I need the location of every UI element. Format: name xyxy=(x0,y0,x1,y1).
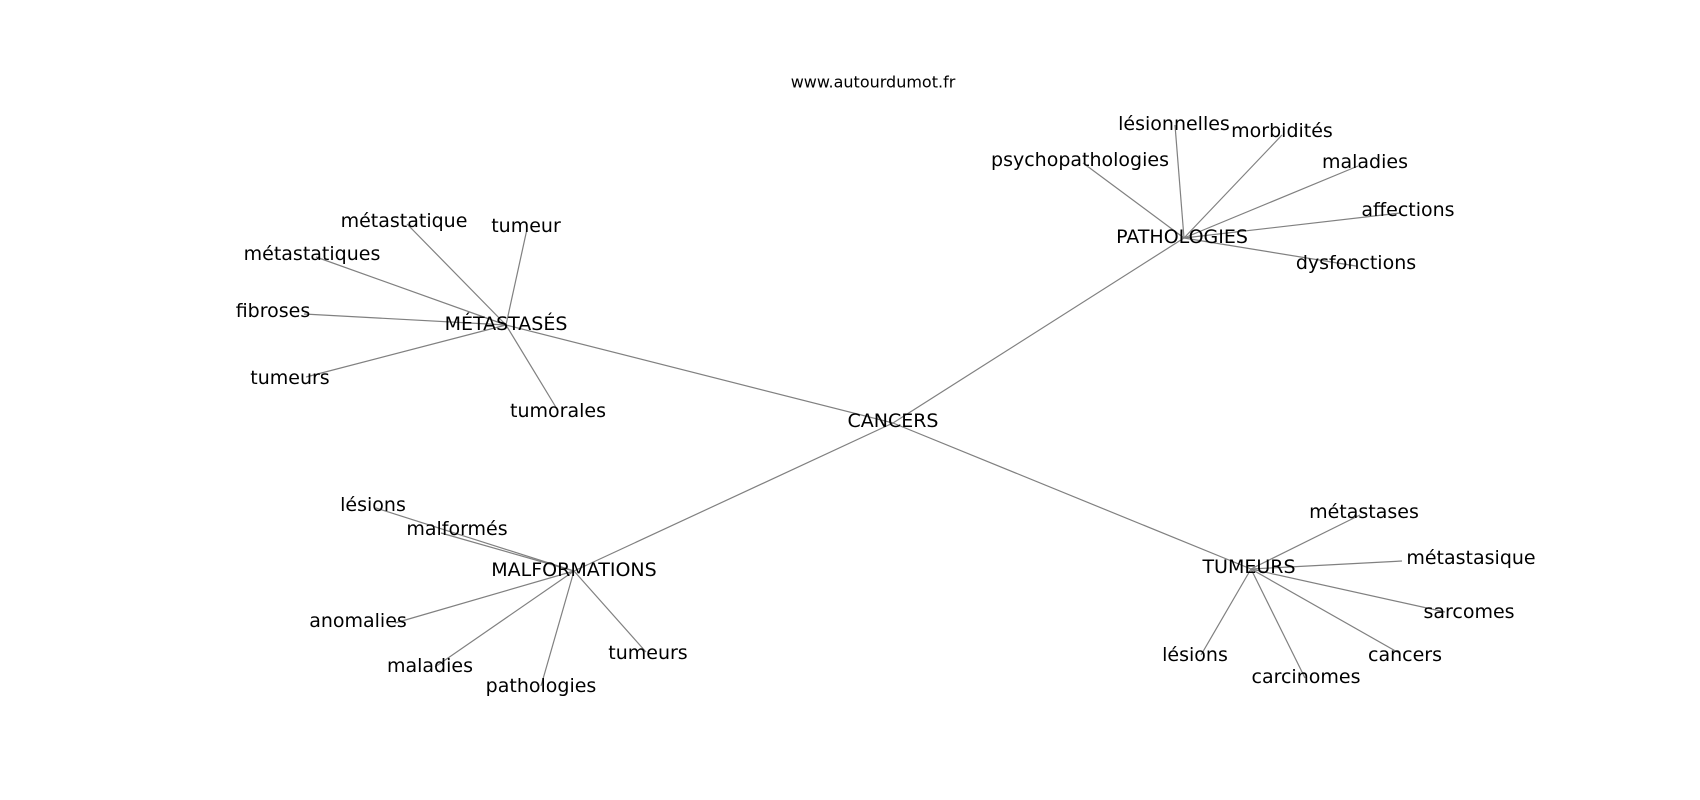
edge-hub-leaf xyxy=(303,313,507,326)
hub-node-label: MALFORMATIONS xyxy=(491,559,656,581)
leaf-node-label: sarcomes xyxy=(1423,601,1514,623)
leaf-node-label: lésions xyxy=(340,494,406,516)
leaf-node-label: anomalies xyxy=(309,610,407,632)
leaf-node-label: carcinomes xyxy=(1252,666,1361,688)
edge-hub-leaf xyxy=(505,324,558,410)
edge-hub-leaf xyxy=(375,507,575,572)
edge-hub-leaf xyxy=(440,532,575,572)
hub-node-label: MÉTASTASÉS xyxy=(445,312,568,335)
leaf-node-label: métastatique xyxy=(341,210,468,232)
edge-center-hub xyxy=(892,237,1185,424)
edge-hub-leaf xyxy=(1250,560,1403,570)
leaf-node-label: tumeur xyxy=(491,215,561,237)
edge-hub-leaf xyxy=(1183,165,1359,239)
edge-hub-leaf xyxy=(1250,514,1361,570)
leaf-node-label: psychopathologies xyxy=(991,149,1169,171)
leaf-node-label: lésions xyxy=(1162,644,1228,666)
edge-hub-leaf xyxy=(1250,568,1446,613)
watermark: www.autourdumot.fr xyxy=(791,73,956,92)
leaf-node-label: cancers xyxy=(1368,644,1442,666)
edge-hub-leaf xyxy=(505,228,528,326)
edge-hub-leaf xyxy=(540,570,575,687)
leaf-node-label: métastatiques xyxy=(244,243,381,265)
edge-hub-leaf xyxy=(1250,568,1306,679)
leaf-node-label: tumeurs xyxy=(250,367,329,389)
graph-edges xyxy=(303,124,1446,687)
graph-labels: CANCERS MÉTASTASÉS métastatique tumeur métas… xyxy=(236,113,1536,697)
leaf-node-label: malformés xyxy=(406,518,507,540)
leaf-node-label: métastasique xyxy=(1406,547,1535,569)
edge-hub-leaf xyxy=(1250,568,1400,654)
leaf-node-label: lésionnelles xyxy=(1118,113,1230,135)
edge-hub-leaf xyxy=(1174,124,1185,239)
leaf-node-label: dysfonctions xyxy=(1296,252,1416,274)
edge-hub-leaf xyxy=(1082,162,1185,239)
edge-hub-leaf xyxy=(434,570,575,668)
edge-center-hub xyxy=(892,422,1252,570)
edge-hub-leaf xyxy=(1183,212,1401,239)
edge-hub-leaf xyxy=(1183,134,1283,239)
edge-hub-leaf xyxy=(305,324,507,378)
center-node-label: CANCERS xyxy=(847,410,938,432)
edge-center-hub xyxy=(505,324,894,424)
edge-hub-leaf xyxy=(1200,568,1252,656)
edge-hub-leaf xyxy=(1183,237,1357,267)
hub-node-label: PATHOLOGIES xyxy=(1116,226,1248,248)
leaf-node-label: morbidités xyxy=(1231,120,1333,142)
leaf-node-label: tumorales xyxy=(510,400,606,422)
leaf-node-label: maladies xyxy=(1322,151,1408,173)
leaf-node-label: métastases xyxy=(1309,501,1419,523)
edge-center-hub xyxy=(573,422,894,572)
leaf-node-label: tumeurs xyxy=(608,642,687,664)
leaf-node-label: pathologies xyxy=(486,675,597,697)
leaf-node-label: maladies xyxy=(387,655,473,677)
edge-hub-leaf xyxy=(394,570,575,624)
edge-hub-leaf xyxy=(406,223,507,326)
hub-node-label: TUMEURS xyxy=(1201,556,1295,578)
edge-hub-leaf xyxy=(573,570,647,653)
edge-hub-leaf xyxy=(315,256,507,326)
leaf-node-label: fibroses xyxy=(236,300,311,322)
leaf-node-label: affections xyxy=(1361,199,1454,221)
